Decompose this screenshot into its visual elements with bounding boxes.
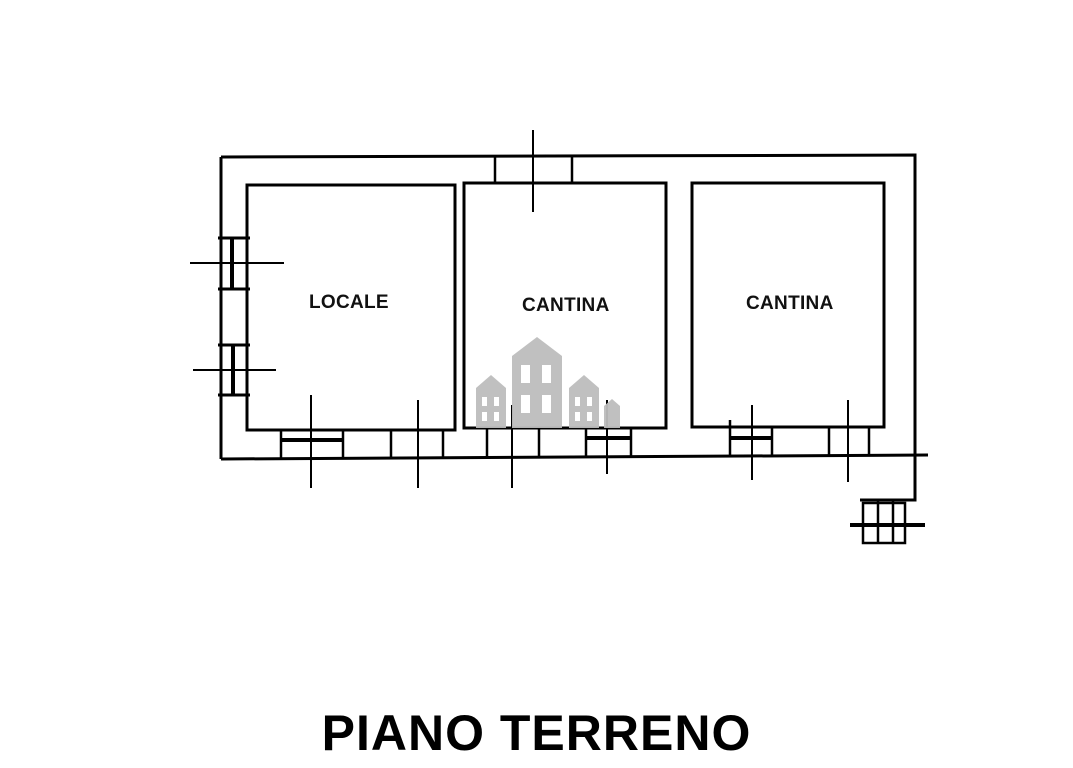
- floor-title: PIANO TERRENO: [321, 705, 752, 761]
- exterior-steps: [850, 500, 925, 545]
- room-cantina-1-outline: [462, 181, 668, 430]
- room-cantina-2-outline: [690, 181, 886, 429]
- left-window-2: [193, 343, 276, 397]
- room-label-cantina-1: CANTINA: [522, 295, 610, 316]
- room-label-cantina-2: CANTINA: [746, 293, 834, 314]
- top-door: [493, 130, 574, 212]
- room-label-locale: LOCALE: [309, 292, 389, 313]
- outer-wall: [219, 153, 929, 502]
- left-window-1: [190, 236, 284, 291]
- room-locale-outline: [245, 183, 457, 432]
- buildings-logo-icon: [476, 337, 620, 428]
- bottom-openings: [279, 395, 871, 488]
